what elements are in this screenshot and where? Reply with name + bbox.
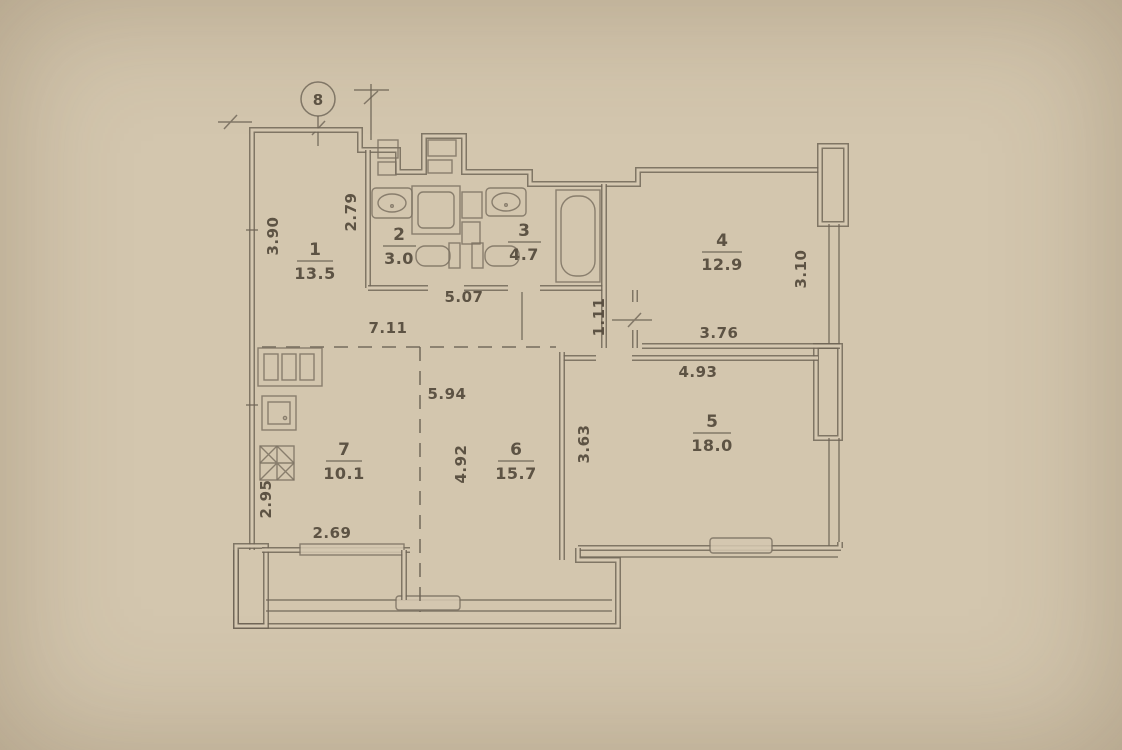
room-number: 3 [518, 221, 530, 241]
room-area: 3.0 [384, 249, 414, 268]
dim-4-92: 4.92 [452, 444, 470, 483]
ventilation-shaft-icon [263, 353, 279, 381]
wall-joint-marks [246, 229, 258, 406]
room-area: 10.1 [323, 464, 364, 483]
toilet-icon [415, 245, 451, 267]
windowsill [709, 537, 773, 554]
dimension-labels: 3.90 2.79 5.07 7.11 1.11 3.76 3.10 4.93 … [257, 192, 810, 542]
room-area: 4.7 [509, 245, 539, 264]
ventilation-shaft-icon [377, 161, 397, 176]
ventilation-shaft-icon [281, 353, 297, 381]
dim-3-63: 3.63 [575, 424, 593, 463]
room-label-5: 5 18.0 [691, 412, 732, 455]
drain [282, 415, 288, 421]
bathtub-icon [555, 189, 601, 283]
dim-4-93: 4.93 [678, 363, 717, 381]
bathroom-3-fixtures [471, 187, 601, 283]
dim-2-95: 2.95 [257, 479, 275, 518]
wall-pier-bottom-left [233, 543, 269, 629]
ventilation-shaft-icon [427, 139, 457, 157]
room-number: 1 [309, 240, 321, 260]
dim-3-90: 3.90 [264, 216, 282, 255]
kitchen-sink-bowl [267, 401, 291, 425]
room-number: 5 [706, 412, 718, 432]
room-label-4: 4 12.9 [701, 231, 742, 274]
bathtub-inner [560, 195, 596, 277]
hatch-pattern [259, 445, 295, 481]
room-label-2: 2 3.0 [383, 225, 416, 268]
ventilation-shaft-icon [299, 353, 315, 381]
shower-tray-icon [411, 185, 461, 235]
room-number: 7 [338, 440, 350, 460]
ventilation-shaft-icon [461, 191, 483, 219]
window-right-upper [828, 224, 840, 346]
interior-walls [262, 150, 840, 600]
room-label-6: 6 15.7 [495, 440, 536, 483]
wall-pier-top-right [817, 143, 849, 227]
bathroom-2-fixtures [371, 185, 461, 269]
dim-1-11: 1.11 [590, 297, 608, 336]
door-opening-tick [612, 312, 652, 328]
dimension-extension [218, 114, 252, 130]
open-plan-boundaries [262, 346, 556, 612]
drain [390, 203, 395, 208]
balcony-door [813, 343, 843, 441]
room-labels: 1 13.5 2 3.0 3 4.7 4 12.9 5 18.0 6 15.7 [294, 221, 742, 483]
kitchen-sink-icon [261, 395, 297, 431]
room-area: 13.5 [294, 264, 335, 283]
entry-shafts [377, 139, 457, 176]
dim-5-94: 5.94 [427, 385, 466, 403]
kitchen-fixtures [257, 347, 323, 481]
axis-label: 8 [313, 91, 323, 109]
toilet-tank [471, 242, 484, 269]
room-label-7: 7 10.1 [323, 440, 364, 483]
window-right-lower [828, 438, 840, 546]
shower-tray-inner [417, 191, 455, 229]
dim-2-69: 2.69 [312, 524, 351, 542]
toilet-tank [448, 242, 461, 269]
room-label-3: 3 4.7 [508, 221, 541, 264]
drain [504, 202, 509, 207]
ventilation-shaft-icon [377, 139, 399, 159]
toilet-icon [484, 245, 520, 267]
room-label-1: 1 13.5 [294, 240, 335, 283]
dim-5-07: 5.07 [444, 288, 483, 306]
dim-3-10: 3.10 [792, 249, 810, 288]
washbasin-bowl [377, 193, 407, 213]
washbasin-bowl [491, 192, 521, 212]
section-tick [363, 90, 379, 105]
outer-walls [233, 127, 849, 629]
windowsill [395, 595, 461, 611]
dim-2-79: 2.79 [342, 192, 360, 231]
room-area: 15.7 [495, 464, 536, 483]
bathroom-shafts [461, 191, 483, 245]
shaft-block [257, 347, 323, 387]
dim-3-76: 3.76 [699, 324, 738, 342]
room-area: 12.9 [701, 255, 742, 274]
room-area: 18.0 [691, 436, 732, 455]
ventilation-shaft-icon [427, 159, 453, 174]
windowsill [299, 543, 405, 556]
dim-7-11: 7.11 [368, 319, 407, 337]
room-number: 4 [716, 231, 728, 251]
section-mark [354, 84, 389, 140]
room-number: 6 [510, 440, 522, 460]
ventilation-shaft-icon [461, 221, 481, 245]
washbasin-icon [485, 187, 527, 217]
axis-marker: 8 [218, 81, 336, 146]
room-number: 2 [393, 225, 405, 245]
